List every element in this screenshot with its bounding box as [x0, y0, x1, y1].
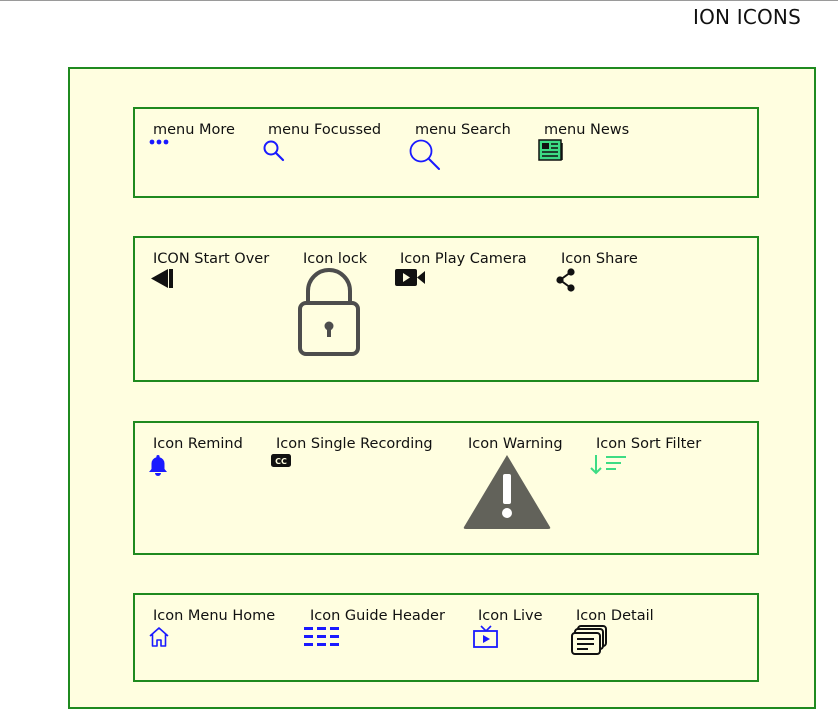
live-tv-icon[interactable] — [472, 624, 500, 650]
lock-icon[interactable] — [297, 267, 361, 357]
icon-label-warning: Icon Warning — [468, 436, 563, 452]
share-icon[interactable] — [555, 267, 577, 293]
search-large-icon[interactable] — [408, 138, 442, 172]
bell-icon[interactable] — [147, 453, 169, 477]
video-camera-icon[interactable] — [394, 268, 426, 288]
warning-icon[interactable] — [462, 452, 552, 530]
icon-label-detail: Icon Detail — [576, 608, 654, 624]
icon-label-lock: Icon lock — [303, 251, 368, 267]
start-over-icon[interactable] — [148, 267, 176, 291]
closed-caption-icon[interactable]: CC — [270, 453, 292, 468]
icon-label-menu-home: Icon Menu Home — [153, 608, 276, 624]
detail-cards-icon[interactable] — [570, 624, 610, 658]
icon-label-sort-filter: Icon Sort Filter — [596, 436, 702, 452]
search-icon[interactable] — [262, 140, 286, 162]
icon-panel-menu — [133, 107, 759, 198]
guide-grid-icon[interactable] — [303, 625, 341, 649]
icon-label-menu-focussed: menu Focussed — [268, 122, 382, 138]
icon-label-menu-more: menu More — [153, 122, 235, 138]
icon-panel-navigation — [133, 593, 759, 682]
sort-filter-icon[interactable] — [590, 453, 628, 477]
icon-label-menu-news: menu News — [544, 122, 630, 138]
page-title: ION ICONS — [692, 5, 801, 29]
more-dots-icon[interactable] — [148, 138, 170, 146]
icon-label-start-over: ICON Start Over — [153, 251, 270, 267]
icon-label-remind: Icon Remind — [153, 436, 243, 452]
icon-panel-alerts — [133, 421, 759, 555]
icon-label-menu-search: menu Search — [415, 122, 511, 138]
icon-label-share: Icon Share — [561, 251, 638, 267]
top-divider — [0, 0, 838, 1]
icon-label-live: Icon Live — [478, 608, 543, 624]
newspaper-icon[interactable] — [538, 139, 564, 162]
icon-label-play-camera: Icon Play Camera — [400, 251, 527, 267]
svg-text:CC: CC — [275, 457, 287, 466]
icon-label-single-recording: Icon Single Recording — [276, 436, 433, 452]
home-icon[interactable] — [147, 625, 171, 649]
icon-panel-playback — [133, 236, 759, 382]
icon-label-guide-header: Icon Guide Header — [310, 608, 445, 624]
